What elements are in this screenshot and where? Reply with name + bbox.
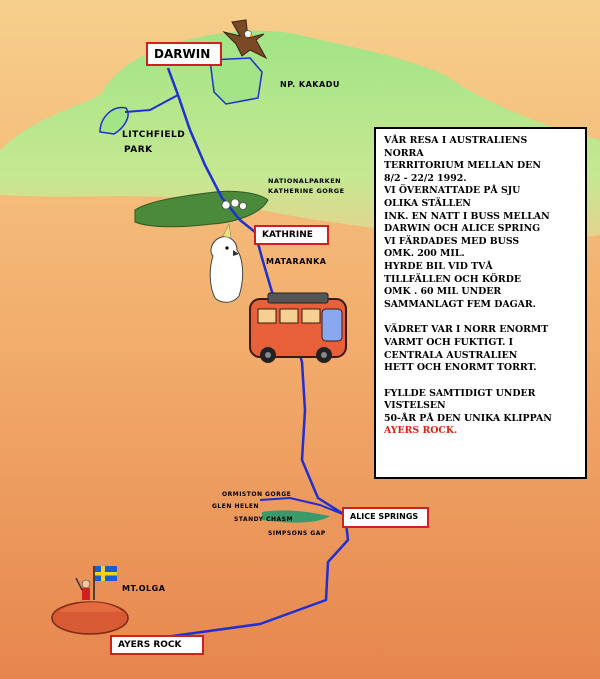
bird-cluster-icon [221,198,247,210]
info-gap [384,375,577,388]
flag-sweden-icon [75,566,117,600]
standley-label: STANDY CHASM [234,516,293,523]
mataranka-label: MATARANKA [266,257,327,266]
katherine-gorge-label-1: NATIONALPARKEN [268,177,342,185]
simpsons-label: SIMPSONS GAP [268,530,326,537]
eagle-icon [222,19,268,60]
info-paragraph-birthday: FYLLDE SAMTIDIGT UNDER VISTELSEN 50-ÅR P… [384,387,552,424]
katherine-gorge-label-2: KATHERINE GORGE [268,187,345,195]
mt-olga-label: MT.OLGA [122,584,166,593]
route-branch-litchfield [124,94,179,113]
rock-top [60,602,122,612]
info-gap [384,311,577,324]
ormiston-label: ORMISTON GORGE [222,491,292,498]
litchfield-area [99,106,129,135]
trip-info-panel: VÅR RESA I AUSTRALIENS NORRA TERRITORIUM… [374,127,587,479]
ayers-rock-label: AYERS ROCK [110,635,204,655]
glen-helen-label: GLEN HELEN [212,503,260,510]
info-paragraph-weather: VÄDRET VAR I NORR ENORMT VARMT OCH FUKTI… [384,324,549,374]
katherine-label: KATHRINE [254,225,329,245]
route-branch-west [259,497,346,516]
litchfield-label-1: LITCHFIELD [122,130,186,140]
alice-springs-label: ALICE SPRINGS [342,507,429,528]
gorge-water [262,510,330,523]
litchfield-label-2: PARK [124,145,153,155]
bus-icon [249,292,347,363]
info-highlight-ayers-rock: AYERS ROCK. [384,425,458,437]
darwin-label: DARWIN [146,42,222,66]
cockatoo-icon [209,223,244,303]
kakadu-label: NP. KAKADU [280,80,340,89]
info-paragraph-trip: VÅR RESA I AUSTRALIENS NORRA TERRITORIUM… [384,135,550,310]
coast-inlet [209,57,263,105]
